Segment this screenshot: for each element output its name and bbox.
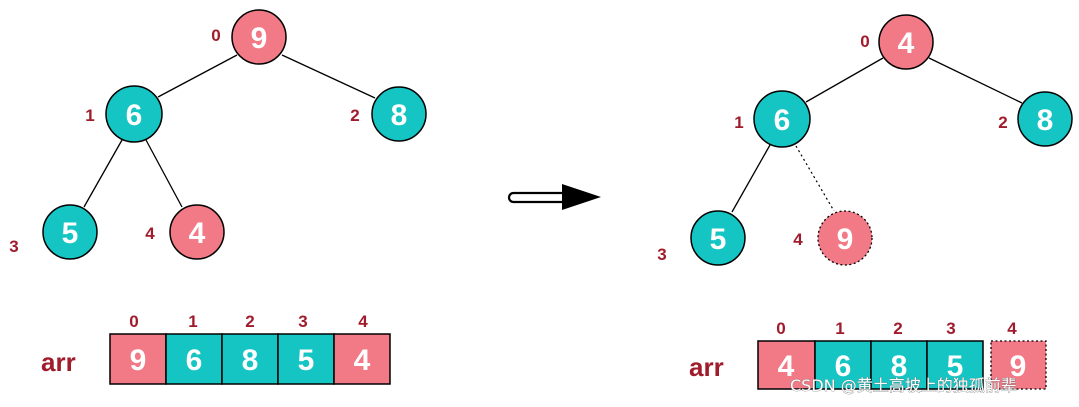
right-node-4-index: 4: [793, 230, 803, 249]
left-node-0-value: 9: [251, 22, 268, 55]
right-array-label: arr: [689, 352, 724, 382]
left-array-cell-3-index: 3: [298, 312, 307, 331]
right-node-1: 6 1: [734, 90, 811, 148]
right-node-0-index: 0: [860, 32, 869, 51]
right-node-1-index: 1: [734, 113, 743, 132]
left-node-1-circle: [105, 85, 163, 143]
right-edge-1-4: [795, 145, 835, 212]
left-node-0-circle: [231, 9, 287, 65]
left-array-cell-4-box: [333, 333, 391, 385]
right-node-3-circle: [690, 210, 746, 266]
right-tree: 4 0 6 1 8 2 5 3 9 4: [657, 14, 1073, 266]
right-node-3-value: 5: [710, 223, 727, 256]
left-edge-1-4: [145, 139, 183, 208]
left-tree: 9 0 6 1 8 2 5 3 4 4: [9, 9, 427, 260]
right-node-4-circle: [817, 210, 873, 266]
right-array-cell-1-box: [814, 340, 872, 390]
left-array-cell-1-value: 6: [186, 344, 203, 377]
right-node-2: 8 2: [998, 91, 1073, 147]
right-array-cell-4-value: 9: [1010, 350, 1027, 383]
left-array-cell-0: 9 0: [109, 312, 167, 385]
left-array-cell-2-value: 8: [242, 344, 259, 377]
right-array-cell-0: 4 0: [757, 319, 816, 390]
left-edge-1-3: [83, 139, 123, 208]
left-node-1-index: 1: [85, 106, 94, 125]
right-edge-0-1: [805, 57, 884, 103]
right-array-cell-4-index: 4: [1007, 319, 1017, 338]
right-array-cell-0-value: 4: [778, 350, 795, 383]
right-node-1-value: 6: [774, 104, 791, 137]
right-node-4: 9 4: [793, 210, 873, 266]
left-node-1: 6 1: [85, 85, 163, 143]
left-node-3-index: 3: [9, 237, 18, 256]
left-node-3-value: 5: [62, 217, 79, 250]
right-array-cell-3-index: 3: [946, 319, 955, 338]
right-node-0: 4 0: [860, 14, 934, 70]
left-array-cell-3: 5 3: [277, 312, 335, 385]
left-node-2-index: 2: [350, 106, 359, 125]
right-array-cell-2: 8 2: [870, 319, 928, 390]
left-node-3: 5 3: [9, 204, 98, 260]
right-array-cell-2-index: 2: [893, 319, 902, 338]
watermark-text: CSDN @黄土高坡上的独孤前辈: [790, 376, 1017, 395]
right-array-cell-3-value: 5: [947, 350, 964, 383]
right-node-2-circle: [1017, 91, 1073, 147]
left-node-2: 8 2: [350, 86, 427, 142]
left-array-cell-3-value: 5: [298, 344, 315, 377]
left-array-cell-0-index: 0: [129, 312, 138, 331]
left-array-cell-2-box: [221, 333, 279, 385]
left-array-cell-4-value: 4: [354, 344, 371, 377]
right-node-0-circle: [878, 14, 934, 70]
right-node-3: 5 3: [657, 210, 746, 266]
right-node-2-index: 2: [998, 113, 1007, 132]
right-edge-0-2: [928, 57, 1023, 104]
left-node-2-value: 8: [391, 99, 408, 132]
right-arrow-icon: [507, 184, 601, 210]
right-array-cell-4: 9 4: [990, 319, 1047, 390]
left-array-cell-0-value: 9: [130, 344, 147, 377]
left-node-2-circle: [371, 86, 427, 142]
right-array-cell-0-box: [757, 340, 816, 390]
left-node-4-circle: [169, 204, 225, 260]
right-array-cell-1: 6 1: [814, 319, 872, 390]
left-array-cell-0-box: [109, 333, 167, 385]
left-edge-0-2: [281, 54, 376, 99]
right-node-0-value: 4: [898, 27, 915, 60]
right-node-3-index: 3: [657, 245, 666, 264]
left-node-4-index: 4: [145, 224, 155, 243]
right-array: arr 4 0 6 1 8 2 5 3 9 4: [689, 319, 1047, 390]
left-edge-0-1: [157, 54, 238, 98]
left-node-1-value: 6: [126, 99, 143, 132]
left-array-cell-1: 6 1: [165, 312, 223, 385]
left-node-0: 9 0: [211, 9, 287, 65]
right-node-2-value: 8: [1037, 104, 1054, 137]
left-node-4-value: 4: [189, 217, 206, 250]
right-array-cell-2-value: 8: [891, 350, 908, 383]
left-array-cell-3-box: [277, 333, 335, 385]
left-array-cell-2-index: 2: [245, 312, 254, 331]
arrow-head: [562, 184, 601, 210]
right-array-cell-1-value: 6: [835, 350, 852, 383]
right-node-1-circle: [753, 90, 811, 148]
left-node-4: 4 4: [145, 204, 225, 260]
right-array-cell-3-box: [926, 340, 984, 390]
left-array-cell-1-index: 1: [188, 312, 197, 331]
right-array-cell-2-box: [870, 340, 928, 390]
right-array-cell-0-index: 0: [776, 319, 785, 338]
right-edge-1-3: [731, 144, 771, 213]
right-node-4-value: 9: [837, 223, 854, 256]
right-array-cell-4-box: [990, 340, 1047, 390]
left-array-cell-4: 4 4: [333, 312, 391, 385]
left-node-3-circle: [42, 204, 98, 260]
left-array-cell-2: 8 2: [221, 312, 279, 385]
left-array-label: arr: [41, 347, 76, 377]
right-array-cell-1-index: 1: [835, 319, 844, 338]
left-array-cell-4-index: 4: [358, 312, 368, 331]
right-array-cell-3: 5 3: [926, 319, 984, 390]
left-array: arr 9 0 6 1 8 2 5 3 4 4: [41, 312, 391, 385]
left-node-0-index: 0: [211, 26, 220, 45]
